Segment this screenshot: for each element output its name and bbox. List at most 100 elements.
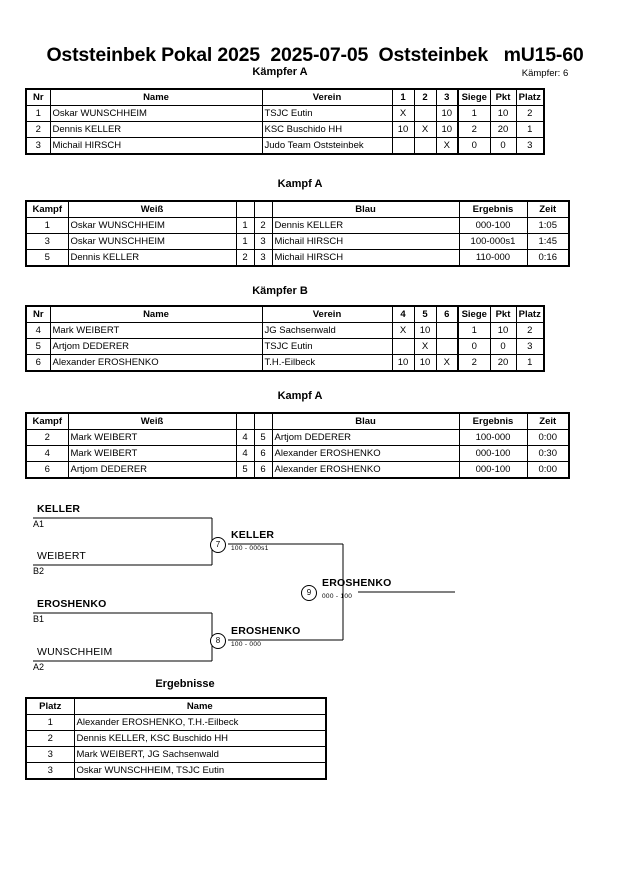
cell-platz: 2: [515, 105, 545, 122]
bracket-entry-seed-1: A1: [33, 519, 45, 529]
col-m2: 2: [413, 88, 437, 106]
bracket-entry-name-3: EROSHENKO: [37, 598, 107, 610]
col-weiss-nr: [235, 412, 255, 430]
table-row: 2 Dennis KELLER, KSC Buschido HH: [25, 730, 327, 747]
cell-blau-nr: 6: [253, 445, 273, 462]
cell-name: Artjom DEDERER: [49, 338, 263, 355]
pool-a-table: Nr Name Verein 1 2 3 Siege Pkt Platz 1 O…: [25, 88, 545, 155]
cell-m3: 10: [435, 105, 459, 122]
cell-name: Oskar WUNSCHHEIM: [49, 105, 263, 122]
cell-weiss: Mark WEIBERT: [67, 445, 237, 462]
table-row: 5 Dennis KELLER 2 3 Michail HIRSCH 110-0…: [25, 249, 570, 267]
table-row: 1 Alexander EROSHENKO, T.H.-Eilbeck: [25, 714, 327, 731]
col-blau: Blau: [271, 200, 460, 218]
cell-platz: 2: [25, 730, 75, 747]
cell-m4: [391, 338, 415, 355]
cell-weiss: Dennis KELLER: [67, 249, 237, 267]
cell-m6: [435, 322, 459, 339]
col-ergebnis: Ergebnis: [458, 412, 528, 430]
col-m3: 3: [435, 88, 459, 106]
bracket-entry-name-2: WEIBERT: [37, 550, 87, 562]
col-verein: Verein: [261, 88, 393, 106]
cell-siege: 1: [457, 322, 491, 339]
table-row: 3 Michail HIRSCH Judo Team Oststeinbek X…: [25, 137, 545, 155]
cell-nr: 3: [25, 137, 51, 155]
bracket-node-7-score: 100 - 000s1: [231, 545, 269, 552]
table-header-row: Kampf Weiß Blau Ergebnis Zeit: [25, 412, 570, 430]
col-kampf: Kampf: [25, 412, 69, 430]
match-a1-table: Kampf Weiß Blau Ergebnis Zeit 1 Oskar WU…: [25, 200, 570, 267]
cell-zeit: 0:00: [526, 461, 570, 479]
col-weiss: Weiß: [67, 412, 237, 430]
cell-weiss-nr: 5: [235, 461, 255, 479]
col-kampf: Kampf: [25, 200, 69, 218]
cell-m6: X: [435, 354, 459, 372]
cell-m4: 10: [391, 354, 415, 372]
col-nr: Nr: [25, 305, 51, 323]
col-platz: Platz: [25, 697, 75, 715]
table-header-row: Nr Name Verein 4 5 6 Siege Pkt Platz: [25, 305, 545, 323]
cell-verein: TSJC Eutin: [261, 338, 393, 355]
cell-nr: 5: [25, 338, 51, 355]
table-header-row: Nr Name Verein 1 2 3 Siege Pkt Platz: [25, 88, 545, 106]
cell-blau-nr: 2: [253, 217, 273, 234]
cell-m1: [391, 137, 415, 155]
cell-zeit: 1:05: [526, 217, 570, 234]
cell-kampf: 1: [25, 217, 69, 234]
col-blau-nr: [253, 412, 273, 430]
cell-m2: X: [413, 121, 437, 138]
cell-m5: 10: [413, 322, 437, 339]
cell-weiss-nr: 4: [235, 445, 255, 462]
cell-weiss: Mark WEIBERT: [67, 429, 237, 446]
cell-ergebnis: 000-100: [458, 445, 528, 462]
cell-name: Dennis KELLER, KSC Buschido HH: [73, 730, 327, 747]
cell-platz: 3: [25, 746, 75, 763]
col-m1: 1: [391, 88, 415, 106]
col-weiss-nr: [235, 200, 255, 218]
cell-blau: Alexander EROSHENKO: [271, 461, 460, 479]
cell-nr: 4: [25, 322, 51, 339]
pool-b-table: Nr Name Verein 4 5 6 Siege Pkt Platz 4 M…: [25, 305, 545, 372]
col-siege: Siege: [457, 88, 491, 106]
cell-zeit: 0:16: [526, 249, 570, 267]
cell-weiss: Oskar WUNSCHHEIM: [67, 217, 237, 234]
col-m5: 5: [413, 305, 437, 323]
cell-pkt: 10: [489, 105, 517, 122]
col-pkt: Pkt: [489, 305, 517, 323]
cell-kampf: 4: [25, 445, 69, 462]
cell-ergebnis: 100-000: [458, 429, 528, 446]
col-nr: Nr: [25, 88, 51, 106]
cell-pkt: 20: [489, 121, 517, 138]
cell-blau: Alexander EROSHENKO: [271, 445, 460, 462]
cell-siege: 2: [457, 354, 491, 372]
cell-siege: 0: [457, 137, 491, 155]
cell-m5: X: [413, 338, 437, 355]
page-title: Oststeinbek Pokal 2025 2025-07-05 Ostste…: [46, 44, 584, 66]
cell-m2: [413, 105, 437, 122]
cell-platz: 1: [25, 714, 75, 731]
cell-name: Mark WEIBERT: [49, 322, 263, 339]
table-header-row: Platz Name: [25, 697, 327, 715]
cell-m3: 10: [435, 121, 459, 138]
cell-pkt: 0: [489, 338, 517, 355]
cell-kampf: 6: [25, 461, 69, 479]
bracket-node-7: 7: [210, 537, 226, 553]
cell-nr: 2: [25, 121, 51, 138]
cell-siege: 0: [457, 338, 491, 355]
cell-nr: 1: [25, 105, 51, 122]
cell-ergebnis: 000-100: [458, 217, 528, 234]
bracket-entry-name-4: WUNSCHHEIM: [37, 646, 113, 658]
table-row: 3 Oskar WUNSCHHEIM 1 3 Michail HIRSCH 10…: [25, 233, 570, 250]
cell-zeit: 0:00: [526, 429, 570, 446]
table-row: 1 Oskar WUNSCHHEIM TSJC Eutin X 10 1 10 …: [25, 105, 545, 122]
results-caption: Ergebnisse: [155, 678, 215, 690]
table-row: 2 Mark WEIBERT 4 5 Artjom DEDERER 100-00…: [25, 429, 570, 446]
cell-name: Alexander EROSHENKO: [49, 354, 263, 372]
cell-verein: T.H.-Eilbeck: [261, 354, 393, 372]
col-pkt: Pkt: [489, 88, 517, 106]
cell-pkt: 20: [489, 354, 517, 372]
cell-verein: KSC Buschido HH: [261, 121, 393, 138]
col-siege: Siege: [457, 305, 491, 323]
cell-m4: X: [391, 322, 415, 339]
table-row: 1 Oskar WUNSCHHEIM 1 2 Dennis KELLER 000…: [25, 217, 570, 234]
